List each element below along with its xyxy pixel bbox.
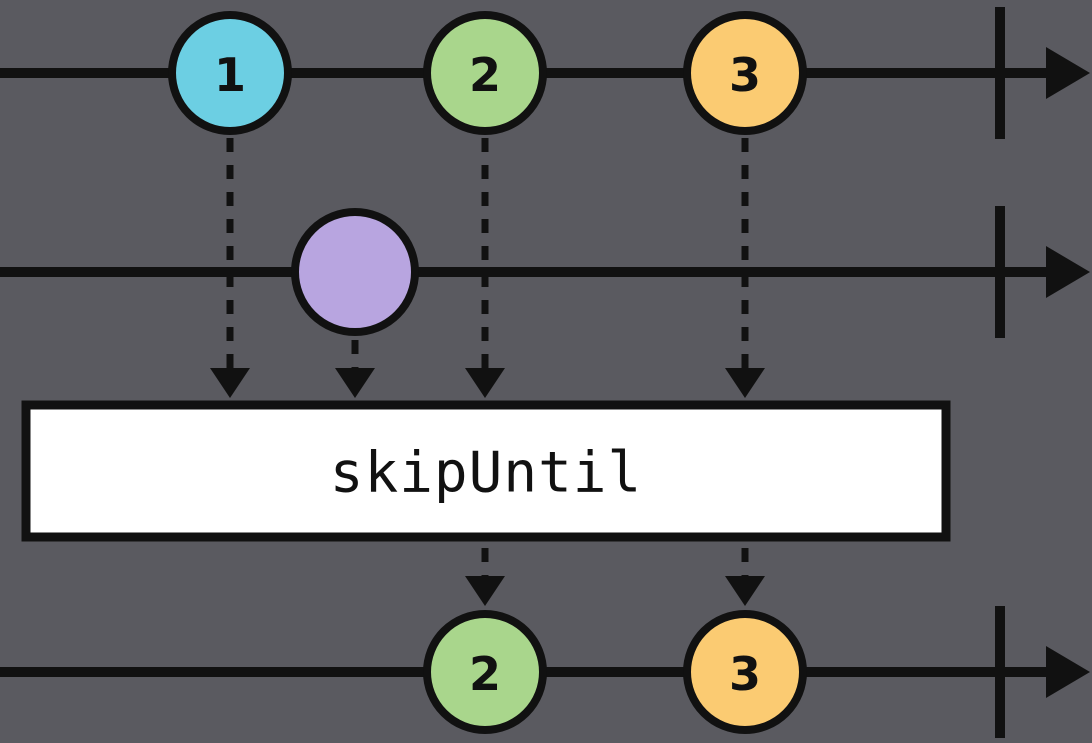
marble-2-circle[interactable] [423,11,547,135]
connector-notifier [335,340,375,398]
connector-source-3 [725,138,765,398]
connectors-group [210,138,765,606]
connector-source-1 [210,138,250,398]
marble-out-2-label: 2 [469,647,501,701]
connector-out-3-arrow-icon [725,576,765,606]
connector-out-2-arrow-icon [465,576,505,606]
timelines-group [0,7,1090,738]
marble-1-circle[interactable] [168,11,292,135]
marble-1[interactable]: 1 [168,11,292,135]
notifier-observable-arrow-icon [1046,246,1090,298]
marble-3-label: 3 [729,48,761,102]
operator-box-label: skipUntil [330,441,642,506]
operator-box-group: skipUntil [21,400,951,542]
source-observable-arrow-icon [1046,47,1090,99]
marble-2-label: 2 [469,48,501,102]
marble-notifier-circle[interactable] [291,208,419,336]
operator-box[interactable] [21,400,951,542]
marble-1-label: 1 [214,48,246,102]
connector-out-2 [465,548,505,606]
notifier-observable-group [0,206,1090,338]
connector-out-3 [725,548,765,606]
marble-2[interactable]: 2 [423,11,547,135]
marble-out-3-circle[interactable] [683,610,807,734]
connector-notifier-arrow-icon [335,368,375,398]
output-observable-arrow-icon [1046,646,1090,698]
marble-3-circle[interactable] [683,11,807,135]
connector-source-3-arrow-icon [725,368,765,398]
marble-notifier[interactable] [291,208,419,336]
marble-out-2[interactable]: 2 [423,610,547,734]
marble-3[interactable]: 3 [683,11,807,135]
connector-source-2-arrow-icon [465,368,505,398]
marble-out-3-label: 3 [729,647,761,701]
marble-out-2-circle[interactable] [423,610,547,734]
marbles-group: 1 2 3 2 3 [168,11,807,734]
connector-source-2 [465,138,505,398]
marble-out-3[interactable]: 3 [683,610,807,734]
connector-source-1-arrow-icon [210,368,250,398]
